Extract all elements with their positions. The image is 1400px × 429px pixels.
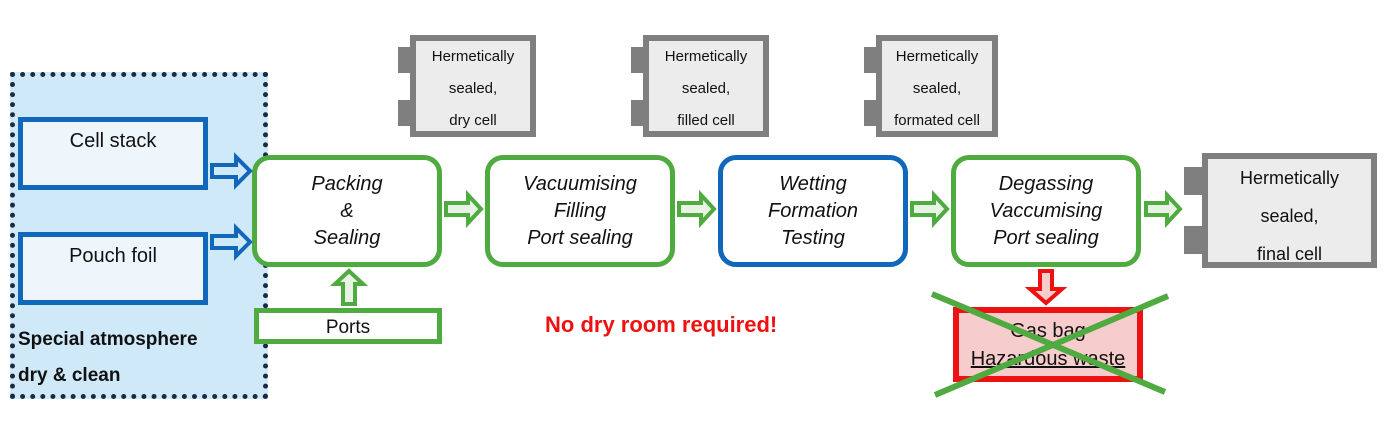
step-wetting-formation: Wetting Formation Testing [718,155,908,267]
arrow-up-icon [329,268,369,306]
cell-line: sealed, [912,80,962,97]
ports-label: Ports [325,317,371,338]
cell-tab [398,47,410,73]
step-line: Degassing [998,172,1094,195]
cell-line: Hermetically [895,48,979,65]
step-line: Vacuumising [523,172,637,195]
cell-line: Hermetically [664,48,748,65]
step-vacuumising-filling: Vacuumising Filling Port sealing [485,155,675,267]
cross-out-icon [930,291,1170,398]
cell-tab [864,47,876,73]
step-line: Port sealing [527,226,633,249]
cell-tab [864,100,876,126]
cell-line: formated cell [894,112,980,129]
input-label: Cell stack [69,130,157,152]
arrow-right-icon [910,189,950,229]
step-line: Formation [767,199,859,222]
cell-line: Hermetically [1239,168,1340,188]
arrow-right-icon [677,189,717,229]
input-label: Pouch foil [69,245,157,267]
cell-line: filled cell [677,112,735,129]
arrow-right-icon [444,189,484,229]
arrow-right-icon [210,223,253,261]
cell-line: sealed, [681,80,731,97]
step-packing-sealing: Packing & Sealing [252,155,442,267]
ports-input: Ports [254,308,442,344]
cell-line: sealed, [448,80,498,97]
cell-line: dry cell [449,112,497,129]
step-line: Wetting [779,172,847,195]
step-line: Vaccumising [989,199,1103,222]
cell-tab [631,47,643,73]
step-line: Packing [311,172,383,195]
cell-line: final cell [1256,244,1323,264]
input-cell-stack: Cell stack [18,117,208,190]
atmosphere-label: Special atmosphere dry & clean [18,322,198,394]
no-dry-room-note: No dry room required! [545,312,778,337]
cell-tab [1184,226,1202,254]
step-line: & [340,199,354,222]
cell-tab [1184,167,1202,195]
arrow-right-icon [1144,189,1183,229]
cell-filled: Hermetically sealed, filled cell [643,35,769,137]
cell-final: Hermetically sealed, final cell [1202,153,1377,268]
input-pouch-foil: Pouch foil [18,232,208,305]
cell-tab [631,100,643,126]
arrow-down-icon [1024,269,1068,306]
cell-line: Hermetically [431,48,515,65]
atmosphere-label-line1: Special atmosphere [18,329,198,350]
step-line: Filling [553,199,607,222]
arrow-right-icon [210,152,253,190]
step-line: Sealing [313,226,381,249]
step-degassing: Degassing Vaccumising Port sealing [951,155,1141,267]
cell-line: sealed, [1260,206,1319,226]
step-line: Testing [781,226,845,249]
atmosphere-label-line2: dry & clean [18,365,121,386]
step-line: Port sealing [993,226,1099,249]
cell-dry: Hermetically sealed, dry cell [410,35,536,137]
cell-tab [398,100,410,126]
cell-formated: Hermetically sealed, formated cell [876,35,998,137]
